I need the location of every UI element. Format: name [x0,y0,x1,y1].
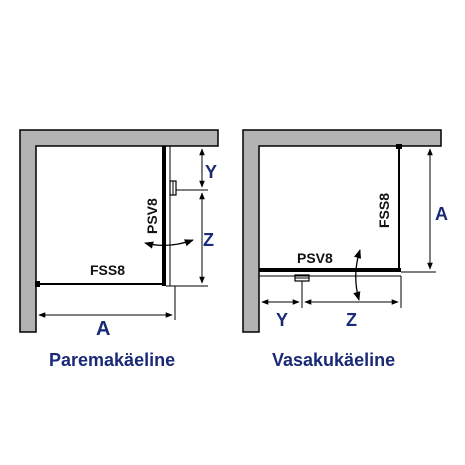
right-fixed-panel-label: FSS8 [376,193,392,228]
right-door [259,268,401,282]
right-dimension-lines [258,145,436,308]
left-dim-a-label: A [96,318,110,340]
left-wall [19,129,219,333]
left-door-label: PSV8 [144,198,160,234]
left-dim-z-label: Z [203,230,214,250]
left-dimension-lines [35,145,208,320]
right-dim-z-label: Z [346,310,357,330]
left-fixed-panel [35,281,165,287]
right-caption: Vasakukäeline [272,350,395,370]
left-fixed-panel-label: FSS8 [90,262,125,278]
right-door-label: PSV8 [297,250,333,266]
right-dim-a-label: A [435,204,448,224]
right-fixed-panel [396,144,402,270]
left-door [162,146,177,286]
left-dim-y-label: Y [205,162,217,182]
left-diagram: Y Z A FSS8 PSV8 Paremakäeline [19,129,219,370]
right-swing-arrow [353,249,361,301]
left-swing-arrow [144,239,194,249]
right-dim-y-label: Y [276,310,288,330]
right-wall [242,129,442,333]
right-diagram: A Y Z FSS8 PSV8 Vasakukäeline [242,129,448,370]
left-caption: Paremakäeline [49,350,175,370]
